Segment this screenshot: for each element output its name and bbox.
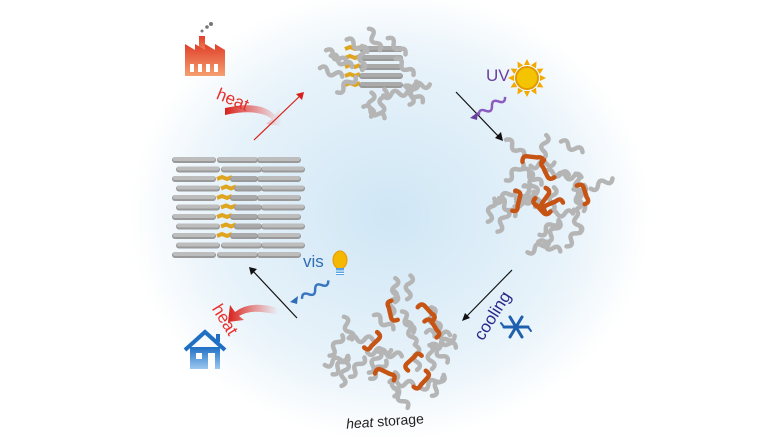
alkyl-chain — [344, 36, 370, 55]
alkyl-chain — [403, 273, 416, 302]
alkyl-chain — [503, 137, 527, 158]
alkyl-chain — [371, 312, 396, 332]
alkyl-chain — [377, 87, 390, 116]
alkyl-chain — [366, 26, 384, 53]
alkyl-chain — [536, 238, 563, 254]
alkyl-chain — [327, 333, 346, 358]
alkyl-chain — [385, 35, 408, 57]
alkyl-chain — [317, 64, 345, 79]
heat-in-swoosh — [225, 105, 282, 126]
alkyl-chain — [425, 342, 437, 372]
alkyl-chain — [526, 168, 541, 197]
alkyl-chain — [346, 333, 375, 345]
alkyl-chain — [538, 132, 551, 162]
azobenzene-cis — [385, 298, 400, 323]
azobenzene-cis — [422, 317, 442, 340]
alkyl-chain — [338, 360, 352, 389]
alkyl-chain — [347, 355, 368, 380]
azobenzene-cis — [533, 185, 552, 209]
azobenzene-cis — [510, 188, 523, 214]
azobenzene-trans — [220, 184, 237, 191]
uv-label: UV — [486, 66, 510, 85]
heat-out-swoosh — [228, 304, 278, 322]
azobenzene-cis — [520, 154, 545, 165]
azobenzene-cis — [541, 197, 566, 215]
alkyl-chain — [542, 167, 572, 179]
house-icon — [183, 329, 227, 369]
alkyl-chain — [393, 56, 416, 78]
alkyl-chain — [525, 239, 552, 256]
uv-wave — [477, 96, 507, 116]
alkyl-chain — [547, 185, 559, 214]
azobenzene-trans — [344, 71, 361, 79]
alkyl-chain — [571, 207, 585, 236]
factory-icon — [185, 22, 225, 76]
alkyl-chain — [367, 358, 389, 381]
vis-label: vis — [303, 252, 324, 271]
alkyl-chain — [334, 74, 359, 96]
sun-icon — [508, 59, 546, 97]
cooling-arrow — [464, 269, 513, 319]
lightbulb-icon — [332, 250, 348, 275]
azobenzene-trans — [216, 174, 233, 182]
azobenzene-trans — [216, 193, 233, 201]
alkyl-chain — [328, 52, 355, 70]
alkyl-chain — [492, 187, 519, 206]
azobenzene-cis — [403, 351, 424, 373]
alkyl-chain — [537, 217, 561, 238]
alkyl-chain — [418, 375, 445, 392]
alkyl-chain — [389, 370, 401, 399]
vis-arrow — [251, 269, 298, 319]
alkyl-chain — [429, 341, 451, 365]
alkyl-chain — [544, 219, 563, 245]
vis-wave — [300, 280, 330, 299]
azobenzene-trans — [216, 212, 233, 220]
alkyl-chain — [402, 83, 426, 105]
azobenzene-trans — [220, 203, 237, 210]
azobenzene-cis — [574, 182, 591, 207]
alkyl-chain — [399, 309, 417, 335]
azobenzene-cis — [361, 329, 383, 352]
alkyl-chain — [375, 347, 405, 360]
alkyl-chain — [323, 47, 349, 66]
azobenzene-cis — [411, 368, 432, 391]
alkyl-chain — [522, 183, 539, 210]
alkyl-chain — [558, 138, 585, 155]
alkyl-chain — [495, 207, 512, 234]
snowflake-icon — [500, 315, 532, 339]
azobenzene-trans — [216, 231, 233, 239]
alkyl-chain — [405, 319, 419, 347]
alkyl-chain — [381, 88, 410, 101]
alkyl-chain — [485, 196, 499, 225]
heat-storage-italic: heat — [345, 413, 374, 432]
alkyl-chain — [546, 208, 576, 219]
azobenzene-cis — [415, 302, 437, 323]
azobenzene-cis — [372, 366, 397, 383]
alkyl-chain — [588, 176, 615, 193]
azobenzene-trans — [220, 222, 237, 229]
